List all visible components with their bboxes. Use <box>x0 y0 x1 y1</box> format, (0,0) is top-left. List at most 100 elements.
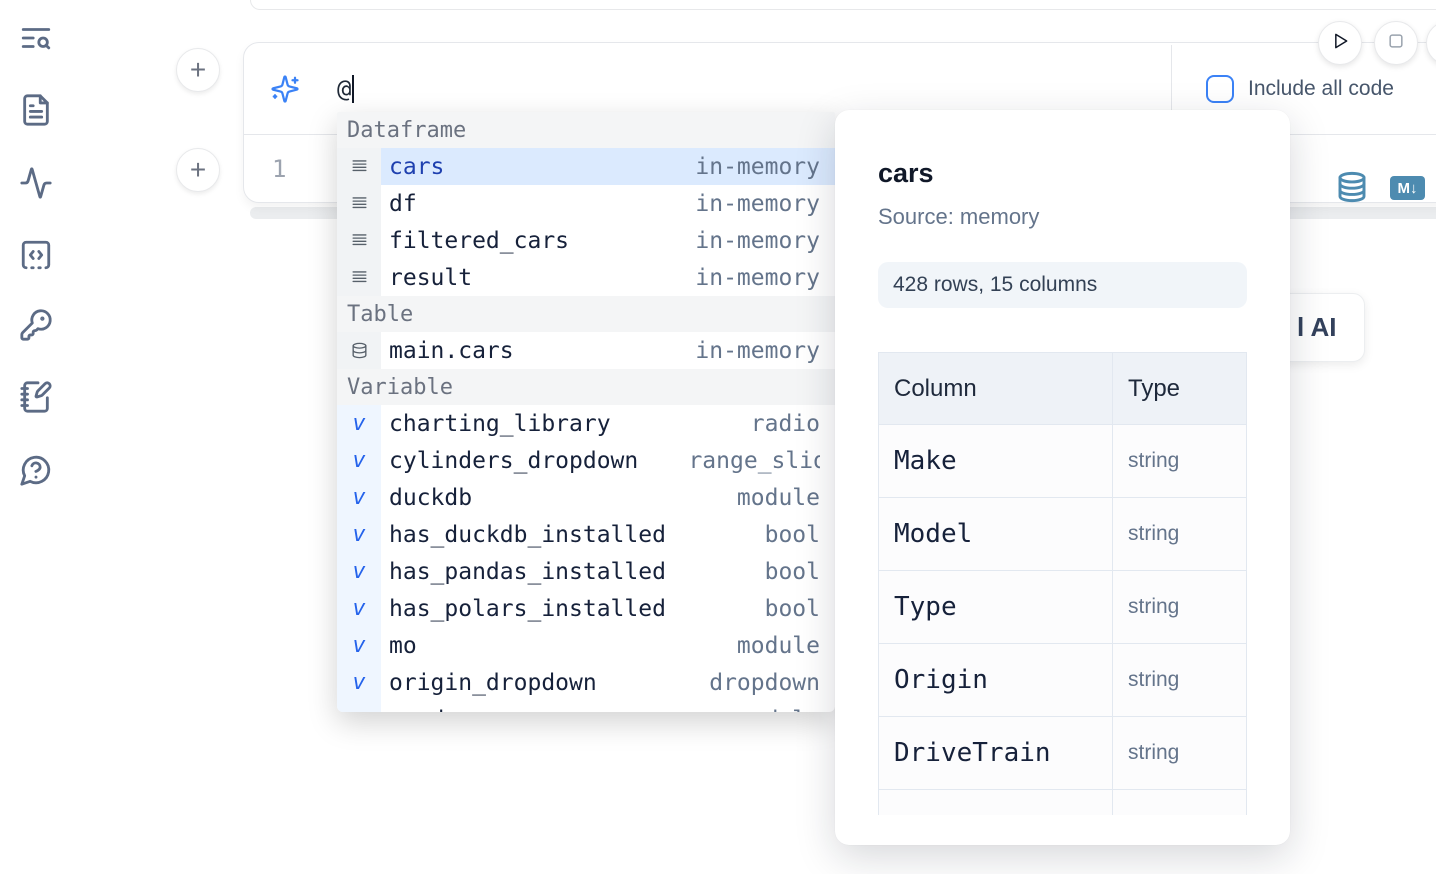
autocomplete-list: Dataframecarsin-memorydfin-memoryfiltere… <box>337 112 835 712</box>
autocomplete-item-df[interactable]: df in-memory <box>337 185 835 222</box>
autocomplete-dropdown: Dataframecarsin-memorydfin-memoryfiltere… <box>337 112 835 712</box>
columns-table-body: MakestringModelstringTypestringOriginstr… <box>879 425 1247 816</box>
include-all-code-label: Include all code <box>1248 77 1394 101</box>
text-search-icon[interactable] <box>19 21 53 55</box>
rows-icon <box>337 222 381 259</box>
sparkles-ai-icon <box>270 74 300 104</box>
item-type: radio <box>751 411 820 437</box>
markdown-icon[interactable]: M↓ <box>1390 176 1425 200</box>
autocomplete-item-duckdb[interactable]: vduckdbmodule <box>337 479 835 516</box>
item-name: has_duckdb_installed <box>389 522 666 548</box>
item-name: cars <box>389 154 444 180</box>
autocomplete-section-header: Dataframe <box>337 112 835 148</box>
plus-icon: + <box>190 154 206 186</box>
autocomplete-item-cars[interactable]: cars in-memory <box>337 148 835 185</box>
rows-icon <box>337 185 381 222</box>
autocomplete-item-has_duckdb_installed[interactable]: v has_duckdb_installed bool <box>337 516 835 553</box>
item-type: module <box>737 633 820 659</box>
item-type: range_slider <box>688 448 820 474</box>
table-row: Makestring <box>879 425 1247 498</box>
column-type-cell: string <box>1113 644 1247 717</box>
file-text-icon[interactable] <box>19 93 53 127</box>
column-header: Type <box>1113 353 1247 425</box>
autocomplete-section-header: Table <box>337 296 835 332</box>
add-cell-above-button[interactable]: + <box>176 48 220 92</box>
item-name: cylinders_dropdown <box>389 448 638 474</box>
columns-table-header-row: ColumnType <box>879 353 1247 425</box>
include-all-code-checkbox[interactable] <box>1206 75 1234 103</box>
item-name: result <box>389 265 472 291</box>
autocomplete-item-mo[interactable]: vmo module <box>337 627 835 664</box>
columns-table-wrap: ColumnType MakestringModelstringTypestri… <box>878 352 1247 815</box>
column-name-cell: Origin <box>879 644 1113 717</box>
column-type-cell <box>1113 790 1247 816</box>
autocomplete-section-header: Variable <box>337 369 835 405</box>
column-name-cell: Model <box>879 498 1113 571</box>
table-row <box>879 790 1247 816</box>
variable-icon: v <box>337 627 381 664</box>
table-row: Originstring <box>879 644 1247 717</box>
line-number: 1 <box>272 155 286 183</box>
column-type-cell: string <box>1113 571 1247 644</box>
help-chat-icon[interactable] <box>19 453 53 487</box>
autocomplete-item-origin_dropdown[interactable]: v origin_dropdown dropdown <box>337 664 835 701</box>
variable-icon: v <box>337 442 381 479</box>
item-name: mo <box>389 633 417 659</box>
item-type: in-memory <box>695 228 820 254</box>
ai-prompt-input[interactable]: @ <box>337 75 354 103</box>
rows-icon <box>337 259 381 296</box>
item-type: in-memory <box>695 265 820 291</box>
plus-icon: + <box>190 54 206 86</box>
item-type: dropdown <box>709 670 820 696</box>
text-cursor <box>352 75 354 103</box>
autocomplete-item-has_pandas_installed[interactable]: vhas_pandas_installedbool <box>337 553 835 590</box>
autocomplete-item-main.cars[interactable]: main.carsin-memory <box>337 332 835 369</box>
autocomplete-item-pandas[interactable]: vpandasmodule <box>337 701 835 712</box>
autocomplete-item-cylinders_dropdown[interactable]: v cylinders_dropdown range_slider <box>337 442 835 479</box>
variable-icon: v <box>337 553 381 590</box>
add-cell-below-button[interactable]: + <box>176 148 220 192</box>
stop-cell-button[interactable] <box>1374 21 1418 65</box>
column-name-cell: Make <box>879 425 1113 498</box>
shape-badge: 428 rows, 15 columns <box>878 262 1247 308</box>
variable-icon: v <box>337 405 381 442</box>
variable-icon: v <box>337 479 381 516</box>
column-type-cell: string <box>1113 498 1247 571</box>
preview-title: cars <box>878 158 1247 189</box>
item-type: in-memory <box>695 338 820 364</box>
item-type: in-memory <box>695 191 820 217</box>
preview-source: Source: memory <box>878 204 1247 230</box>
code-square-icon[interactable] <box>19 238 53 272</box>
play-icon <box>1330 31 1350 56</box>
run-cell-button[interactable] <box>1318 21 1362 65</box>
sidebar <box>0 0 72 874</box>
item-name: has_polars_installed <box>389 596 666 622</box>
item-name: has_pandas_installed <box>389 559 666 585</box>
item-type: module <box>737 485 820 511</box>
datasource-icon[interactable] <box>1336 171 1368 205</box>
item-type: bool <box>765 522 820 548</box>
variable-icon: v <box>337 664 381 701</box>
autocomplete-item-filtered_cars[interactable]: filtered_carsin-memory <box>337 222 835 259</box>
autocomplete-item-result[interactable]: result in-memory <box>337 259 835 296</box>
item-name: charting_library <box>389 411 611 437</box>
table-row: Modelstring <box>879 498 1247 571</box>
autocomplete-item-charting_library[interactable]: v charting_library radio <box>337 405 835 442</box>
item-name: pandas <box>389 707 472 713</box>
key-icon[interactable] <box>19 308 53 342</box>
item-type: in-memory <box>695 154 820 180</box>
rows-icon <box>337 148 381 185</box>
item-type: bool <box>765 596 820 622</box>
notebook-pen-icon[interactable] <box>19 380 53 414</box>
item-name: origin_dropdown <box>389 670 597 696</box>
database-icon <box>337 332 381 369</box>
column-type-cell: string <box>1113 425 1247 498</box>
autocomplete-item-has_polars_installed[interactable]: v has_polars_installed bool <box>337 590 835 627</box>
activity-icon[interactable] <box>19 166 53 200</box>
stop-icon <box>1386 31 1406 56</box>
item-name: df <box>389 191 417 217</box>
column-type-cell: string <box>1113 717 1247 790</box>
ai-prompt-text: @ <box>337 75 351 103</box>
variable-icon: v <box>337 516 381 553</box>
variable-icon: v <box>337 590 381 627</box>
